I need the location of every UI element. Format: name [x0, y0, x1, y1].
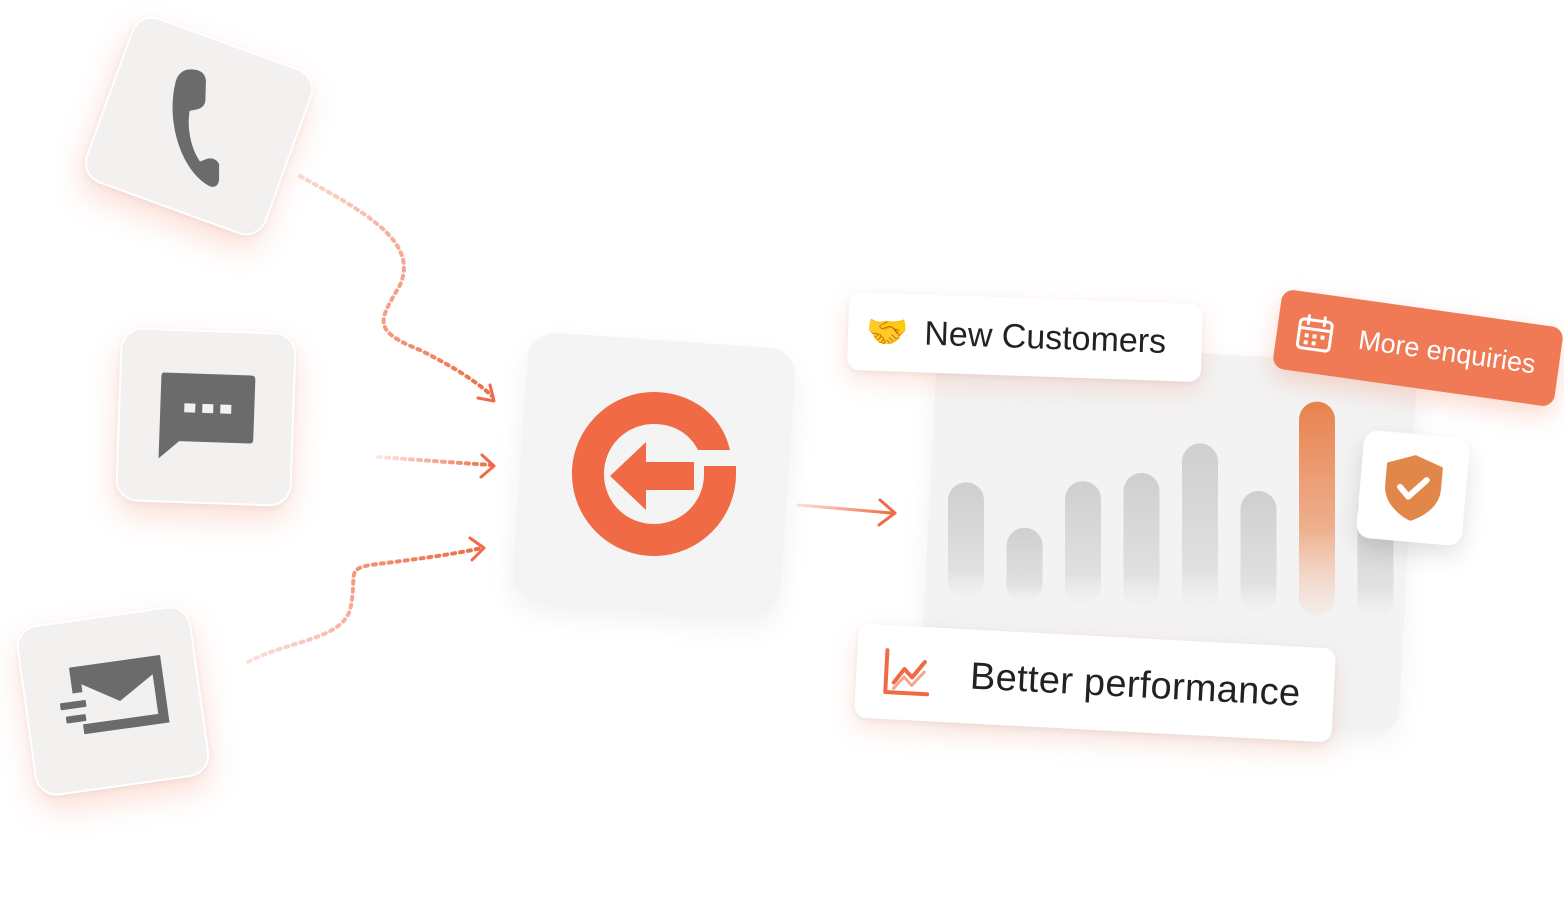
chart-bar	[1123, 472, 1160, 608]
logo-tile	[510, 330, 798, 618]
mail-tile	[13, 603, 213, 799]
chart-bar	[1006, 527, 1043, 603]
phone-tile	[78, 10, 320, 242]
chart-bar	[948, 482, 984, 600]
arrow-to-chart	[796, 498, 897, 527]
shield-badge	[1355, 429, 1471, 547]
calendar-icon	[1295, 314, 1334, 353]
more-enquiries-label: More enquiries	[1356, 324, 1538, 379]
new-customers-card: 🤝 New Customers	[846, 291, 1204, 383]
phone-icon	[172, 69, 220, 187]
new-customers-label: New Customers	[923, 313, 1167, 361]
dotted-path-mail	[246, 536, 486, 664]
g-arrow-logo-icon	[572, 392, 736, 556]
line-chart-icon	[883, 648, 930, 697]
send-mail-icon	[59, 655, 170, 735]
chart-bar-highlight	[1299, 401, 1335, 616]
better-performance-card: Better performance	[853, 623, 1337, 743]
dotted-path-chat	[376, 453, 496, 479]
better-performance-label: Better performance	[969, 654, 1302, 715]
chart-bar	[1182, 443, 1218, 611]
shield-check-icon	[1385, 455, 1443, 521]
chart-bar	[1065, 481, 1101, 606]
dotted-path-phone	[298, 174, 496, 403]
chat-bubble-icon	[158, 372, 256, 459]
handshake-emoji: 🤝	[865, 312, 910, 352]
chart-bar	[1240, 491, 1277, 613]
more-enquiries-card: More enquiries	[1271, 288, 1564, 408]
chat-tile	[115, 326, 297, 508]
